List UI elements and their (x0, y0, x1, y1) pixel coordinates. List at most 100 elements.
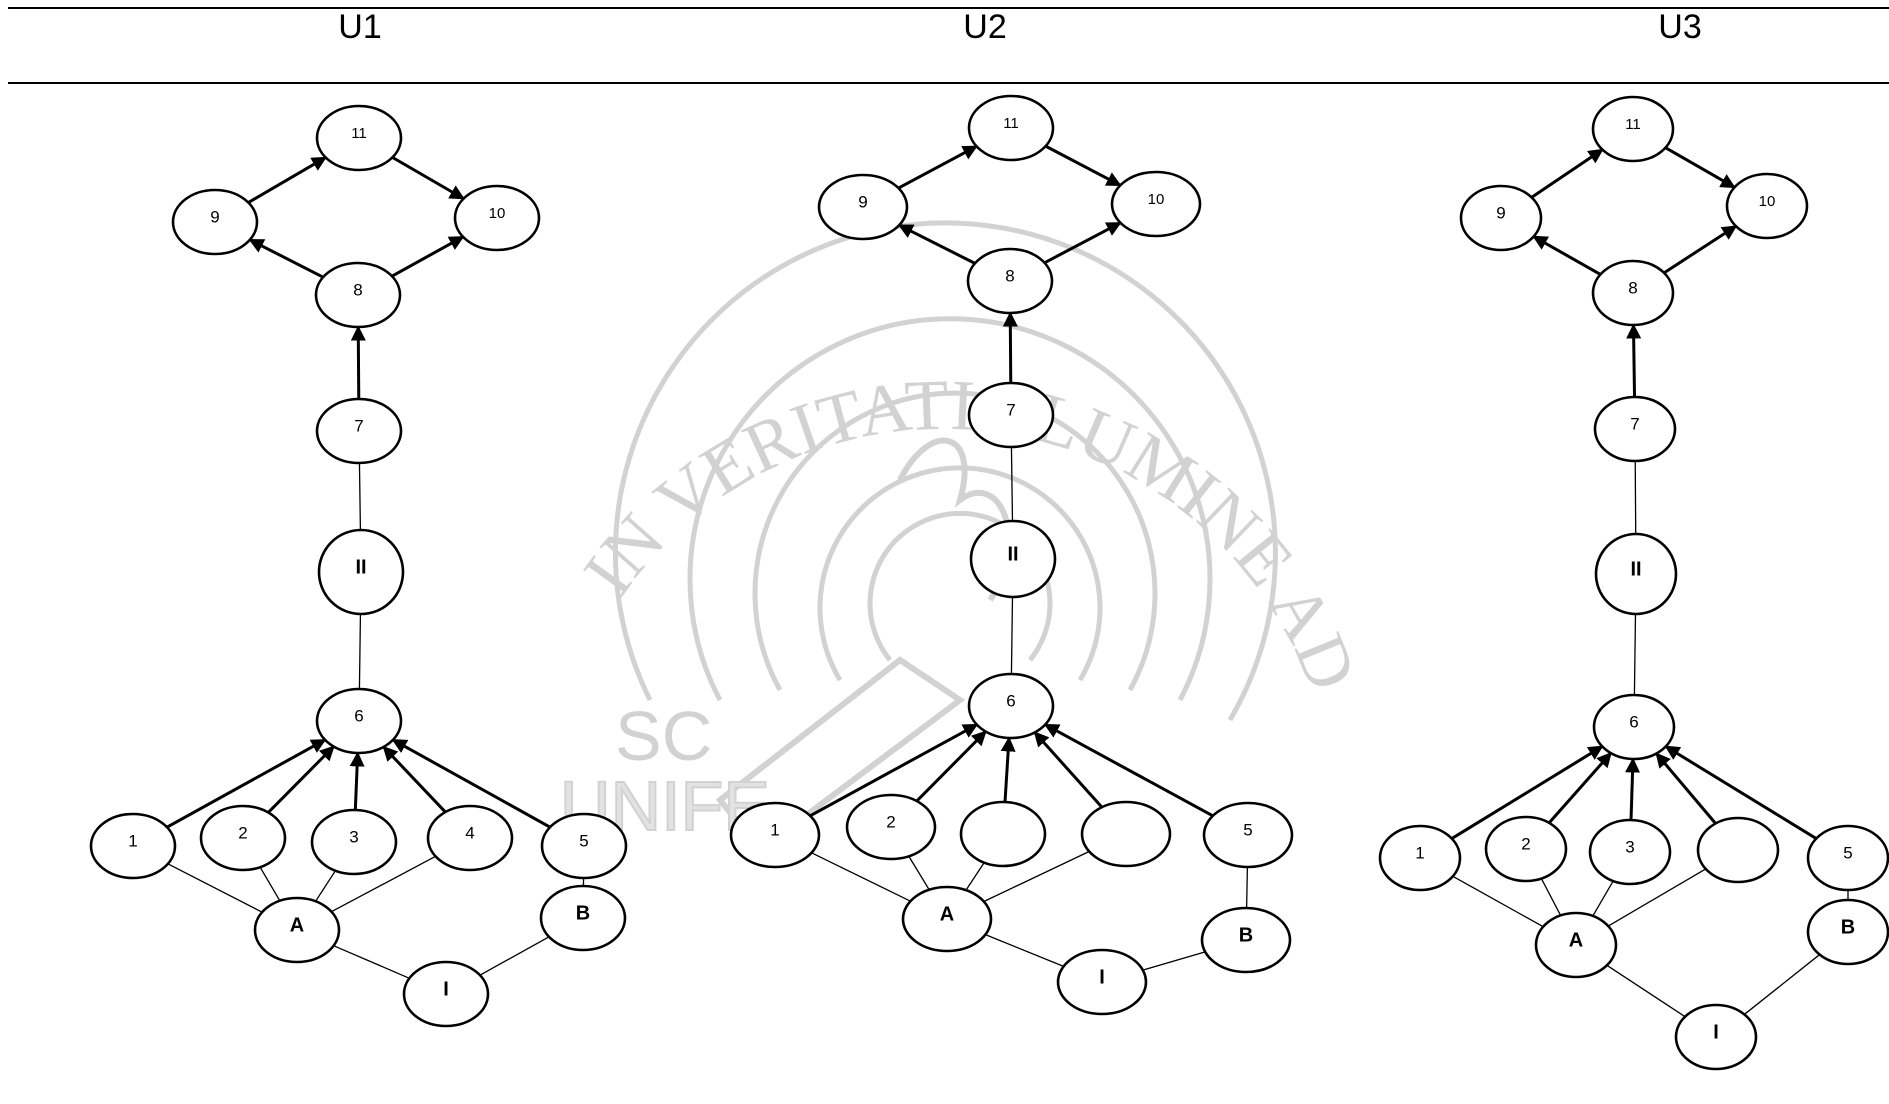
node-ellipse (315, 397, 403, 465)
node-label: 2 (1521, 834, 1530, 853)
arrow-edge-8-10 (391, 235, 465, 278)
line-edge-A-I (1606, 964, 1686, 1018)
node-ellipse (969, 519, 1057, 599)
node-2: 2 (1484, 815, 1568, 883)
node-label: 5 (1243, 820, 1252, 839)
node-9: 9 (817, 173, 909, 241)
node-ellipse (426, 804, 514, 872)
arrow-edge-4-6 (382, 745, 447, 814)
node-ellipse (1725, 172, 1809, 240)
line-edge-B-I (1142, 951, 1206, 971)
node-label: 11 (351, 125, 367, 142)
node-ellipse (966, 247, 1054, 315)
arrow-edge-9-11 (897, 145, 978, 190)
node-ellipse (967, 672, 1055, 740)
line-edge-3-A (1592, 880, 1614, 917)
arrow-edge-7-8 (1626, 323, 1642, 398)
arrow-edge-7-8 (350, 325, 366, 400)
arrow-edge-8-10 (1663, 224, 1738, 275)
node-3 (959, 800, 1047, 868)
arrow-edge-2-6 (267, 745, 335, 814)
node-ellipse (171, 188, 259, 256)
arrow-edge-3-6 (1000, 736, 1016, 803)
node-label: 1 (770, 820, 779, 839)
node-ellipse (402, 960, 490, 1028)
arrow-edge-2-6 (1547, 751, 1613, 824)
line-edge-A-I (985, 934, 1064, 967)
line-edge-4-A (983, 850, 1090, 903)
node-II: II (317, 528, 405, 616)
node-B: B (1200, 906, 1292, 974)
arrow-edge-1-6 (166, 738, 327, 829)
node-label: A (290, 914, 304, 936)
node-ellipse (453, 184, 541, 252)
node-1: 1 (1378, 824, 1462, 892)
line-edge-2-A (259, 866, 281, 902)
line-edge-3-A (315, 870, 336, 902)
arrow-edge-1-6 (809, 723, 979, 818)
panel-title-u3: U3 (1658, 8, 1702, 46)
watermark-initials: SC (615, 697, 712, 775)
node-ellipse (314, 261, 402, 329)
arrow-edge-8-9 (897, 223, 976, 265)
node-label: 6 (1006, 691, 1015, 710)
node-ellipse (1056, 948, 1148, 1016)
arrow-edge-3-6 (349, 751, 365, 811)
node-label: A (1569, 929, 1583, 951)
node-ellipse (1202, 801, 1294, 869)
line-edge-II-6 (1010, 596, 1014, 675)
node-6: 6 (967, 672, 1055, 740)
node-label: 11 (1003, 115, 1019, 132)
line-edge-II-6 (1633, 613, 1637, 696)
node-A: A (1534, 911, 1618, 979)
node-label: 8 (1628, 278, 1637, 297)
node-ellipse (1593, 395, 1677, 463)
node-ellipse (1591, 95, 1675, 163)
node-I: I (402, 960, 490, 1028)
arrow-edge-3-6 (1625, 757, 1641, 821)
node-label: 6 (1629, 712, 1638, 731)
line-edge-1-A (167, 863, 263, 913)
node-4 (1080, 800, 1172, 868)
panel-title-u1: U1 (338, 8, 382, 46)
arrow-edge-9-11 (247, 156, 327, 204)
node-label: 5 (1843, 843, 1852, 862)
node-label: I (1099, 966, 1105, 988)
line-edge-7-II (1634, 460, 1637, 535)
node-ellipse (845, 793, 937, 861)
node-1: 1 (729, 801, 821, 869)
arrow-edge-8-10 (1043, 221, 1122, 265)
node-8: 8 (314, 261, 402, 329)
arrow-edge-4-6 (1033, 731, 1104, 809)
node-label: 7 (1630, 414, 1639, 433)
arrow-edge-8-9 (248, 238, 324, 279)
node-ellipse (729, 801, 821, 869)
arrow-edge-9-11 (1530, 148, 1604, 199)
node-ellipse (959, 800, 1047, 868)
node-8: 8 (966, 247, 1054, 315)
line-edge-II-6 (358, 613, 362, 690)
node-label: 9 (858, 192, 867, 211)
node-label: II (1007, 543, 1018, 565)
node-ellipse (1588, 818, 1672, 886)
line-edge-3-A (965, 862, 985, 891)
node-II: II (1594, 532, 1678, 616)
node-ellipse (1534, 911, 1618, 979)
node-label: 10 (1759, 193, 1776, 210)
arrow-edge-11-10 (391, 156, 465, 200)
node-label: 7 (354, 416, 363, 435)
node-label: 2 (886, 812, 895, 831)
node-ellipse (1594, 532, 1678, 616)
node-ellipse (317, 528, 405, 616)
line-edge-4-A (1607, 868, 1707, 927)
node-ellipse (1484, 815, 1568, 883)
node-label: B (1841, 916, 1855, 938)
node-5: 5 (1806, 824, 1889, 892)
node-label: B (576, 902, 590, 924)
header-rule (8, 82, 1889, 84)
node-5: 5 (540, 812, 628, 880)
